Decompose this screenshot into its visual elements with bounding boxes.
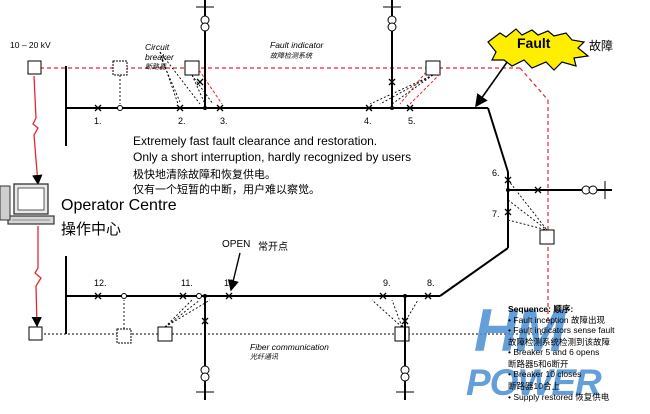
sensing-lines-red (198, 69, 441, 105)
open-label-en: OPEN (222, 239, 251, 250)
breaker-number-6: 6. (492, 168, 500, 178)
breaker-number-4: 4. (364, 116, 372, 126)
fault-burst (487, 28, 590, 71)
upper-right-down-line (487, 107, 509, 173)
breaker-callout-cn: 断路器 (145, 63, 166, 71)
message-line-4: 仅有一个短暂的中断，用户难以察觉。 (133, 183, 320, 196)
sequence-item: • Breaker 10 closes (508, 369, 582, 379)
message-line-2: Only a short interruption, hardly recogn… (133, 150, 412, 164)
fault-badge-en: Fault (517, 35, 551, 51)
watermark-line-2: POWER (466, 362, 602, 403)
voltage-label: 10 – 20 kV (10, 40, 51, 50)
fiber-label-cn: 光纤通讯 (250, 353, 278, 361)
indicator-box-6 (157, 326, 173, 342)
sequence-item: • Breaker 5 and 6 opens (508, 347, 600, 357)
substation-box-lower (28, 326, 43, 341)
right-drop (508, 181, 612, 199)
sequence-item: • Fault inception 故障出现 (508, 315, 605, 325)
indicator-box-5 (116, 328, 132, 344)
operator-centre-cn: 操作中心 (61, 220, 122, 238)
breaker-number-9: 9. (383, 278, 391, 288)
lower-drop-left (196, 296, 214, 400)
red-link-lower (31, 226, 42, 328)
indicator-box-1 (112, 60, 128, 76)
lower-right-up-line (439, 247, 509, 297)
fault-indicator-label-cn: 故障检测系统 (270, 52, 312, 60)
lower-drop-right (396, 296, 414, 400)
open-label-cn: 常开点 (258, 242, 288, 253)
upper-drop-left (196, 0, 214, 108)
red-link-upper (32, 75, 43, 186)
breaker-number-8: 8. (427, 278, 435, 288)
sequence-item: 断路器5和6断开 (508, 359, 569, 369)
breaker-number-12: 12. (94, 278, 107, 288)
breaker-number-11: 11. (181, 278, 193, 288)
sensing-lines-upper (119, 51, 548, 231)
sequence-item: 断路器10合上 (508, 381, 560, 391)
current-sensors (117, 105, 202, 299)
sequence-item: • Supply restored 恢复供电 (508, 392, 610, 402)
watermark-line-1: HM (474, 297, 565, 364)
breaker-number-1: 1. (94, 116, 102, 126)
indicator-box-3 (425, 60, 441, 76)
sensing-lines-lower (123, 299, 419, 329)
computer-icon (0, 183, 55, 225)
breaker-number-10: 10. (224, 278, 237, 288)
sequence-item: • Fault indicators sense fault (508, 325, 615, 335)
upper-drop-right (383, 0, 401, 108)
message-line-3: 极快地清除故障和恢复供电。 (133, 168, 276, 181)
indicator-box-4 (539, 229, 555, 245)
indicator-box-2 (184, 60, 200, 76)
operator-centre-en: Operator Centre (61, 197, 177, 214)
comm-line-upper-right (519, 67, 549, 101)
junction-dots (203, 106, 510, 298)
breaker-number-7: 7. (492, 209, 500, 219)
sequence-item: 故障检测系统检测到该故障 (508, 337, 611, 347)
breaker-number-5: 5. (408, 116, 416, 126)
sequence-title: Sequence: 顺序: (508, 304, 574, 314)
breaker-number-2: 2. (178, 116, 186, 126)
fault-indicator-label-en: Fault indicator (270, 40, 324, 50)
breaker-callout-en1: Circuit (145, 42, 170, 52)
fault-badge-cn: 故障 (589, 39, 614, 53)
breakers (94, 78, 542, 325)
breaker-number-3: 3. (220, 116, 228, 126)
fault-arrow (475, 57, 511, 108)
breaker-callout-en2: breaker (145, 52, 174, 62)
fiber-label-en: Fiber communication (250, 342, 329, 352)
substation-box-upper (27, 60, 42, 75)
open-arrow (227, 252, 241, 292)
message-line-1: Extremely fast fault clearance and resto… (133, 134, 378, 148)
indicator-box-7 (394, 326, 410, 342)
